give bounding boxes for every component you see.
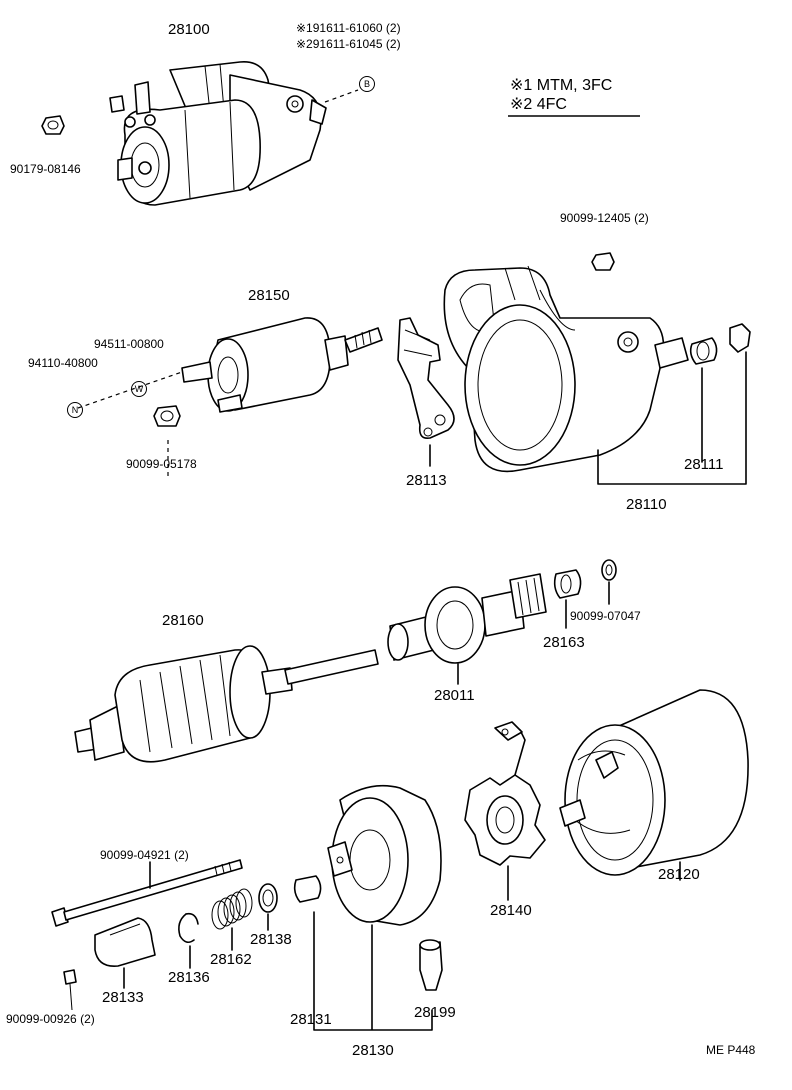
armature-28160-drawing [74, 645, 379, 763]
nut-90179-drawing [41, 115, 65, 135]
yoke-28120-drawing [559, 689, 749, 876]
label-90099-00926: 90099-00926 (2) [6, 1012, 95, 1026]
lead-28113-drawing [397, 317, 455, 440]
label-94511-00800: 94511-00800 [94, 337, 164, 351]
label-28199: 28199 [414, 1004, 456, 1021]
washer-28138-drawing [258, 883, 278, 913]
label-28150: 28150 [248, 287, 290, 304]
label-note-ref1: ※191611-61060 (2) [296, 21, 401, 35]
starter-assembly-drawing [109, 61, 359, 206]
housing-leader-lines [597, 351, 747, 485]
label-28011: 28011 [434, 687, 475, 704]
label-28136: 28136 [168, 969, 210, 986]
through-bolt-drawing [51, 859, 243, 927]
end-frame-leader-lines [313, 911, 433, 1031]
label-28133: 28133 [102, 989, 144, 1006]
label-94110-40800: 94110-40800 [28, 356, 98, 370]
label-28131: 28131 [290, 1011, 332, 1028]
screw-90099-00926-drawing [63, 969, 77, 1011]
label-90179-08146: 90179-08146 [10, 162, 81, 176]
label-90099-07047: 90099-07047 [570, 609, 641, 623]
footer-page-code: ME P448 [706, 1043, 756, 1057]
solenoid-28150-drawing [77, 317, 383, 413]
label-28111: 28111 [684, 456, 724, 473]
label-90099-04921: 90099-04921 (2) [100, 848, 189, 862]
nut-90099-05178-drawing [153, 405, 181, 427]
label-28138: 28138 [250, 931, 292, 948]
nut-90099-12405-drawing [591, 252, 615, 271]
end-frame-28130-drawing [327, 784, 442, 926]
marker-n: N [67, 402, 83, 418]
marker-b: B [359, 76, 375, 92]
label-28120: 28120 [658, 866, 700, 883]
bushing-28111-drawing [689, 337, 718, 365]
cap-drawing [729, 323, 751, 353]
cap-28133-drawing [94, 917, 156, 967]
label-28160: 28160 [162, 612, 204, 629]
label-28113: 28113 [406, 472, 447, 489]
brush-holder-28140-drawing [464, 721, 546, 866]
label-90099-05178: 90099-05178 [126, 457, 197, 471]
label-note-ref2: ※291611-61045 (2) [296, 37, 401, 51]
clip-28136-drawing [178, 912, 199, 944]
legend-line-1: ※1 MTM, 3FC [510, 77, 613, 94]
label-90099-12405: 90099-12405 (2) [560, 211, 649, 225]
bushing-28131-drawing [293, 875, 322, 903]
label-28100: 28100 [168, 21, 210, 38]
washer-90099-07047-drawing [601, 559, 617, 581]
clutch-28011-drawing [387, 573, 547, 664]
label-28162: 28162 [210, 951, 252, 968]
label-28130: 28130 [352, 1042, 394, 1059]
spring-28162-drawing [211, 888, 253, 930]
legend-line-2: ※2 4FC [510, 96, 567, 113]
label-28140: 28140 [490, 902, 532, 919]
bushing-28163-drawing [553, 569, 582, 599]
label-28163: 28163 [543, 634, 585, 651]
grommet-28199-drawing [419, 939, 443, 991]
label-28110: 28110 [626, 496, 667, 513]
marker-w: W [131, 381, 147, 397]
housing-28110-drawing [443, 265, 689, 473]
